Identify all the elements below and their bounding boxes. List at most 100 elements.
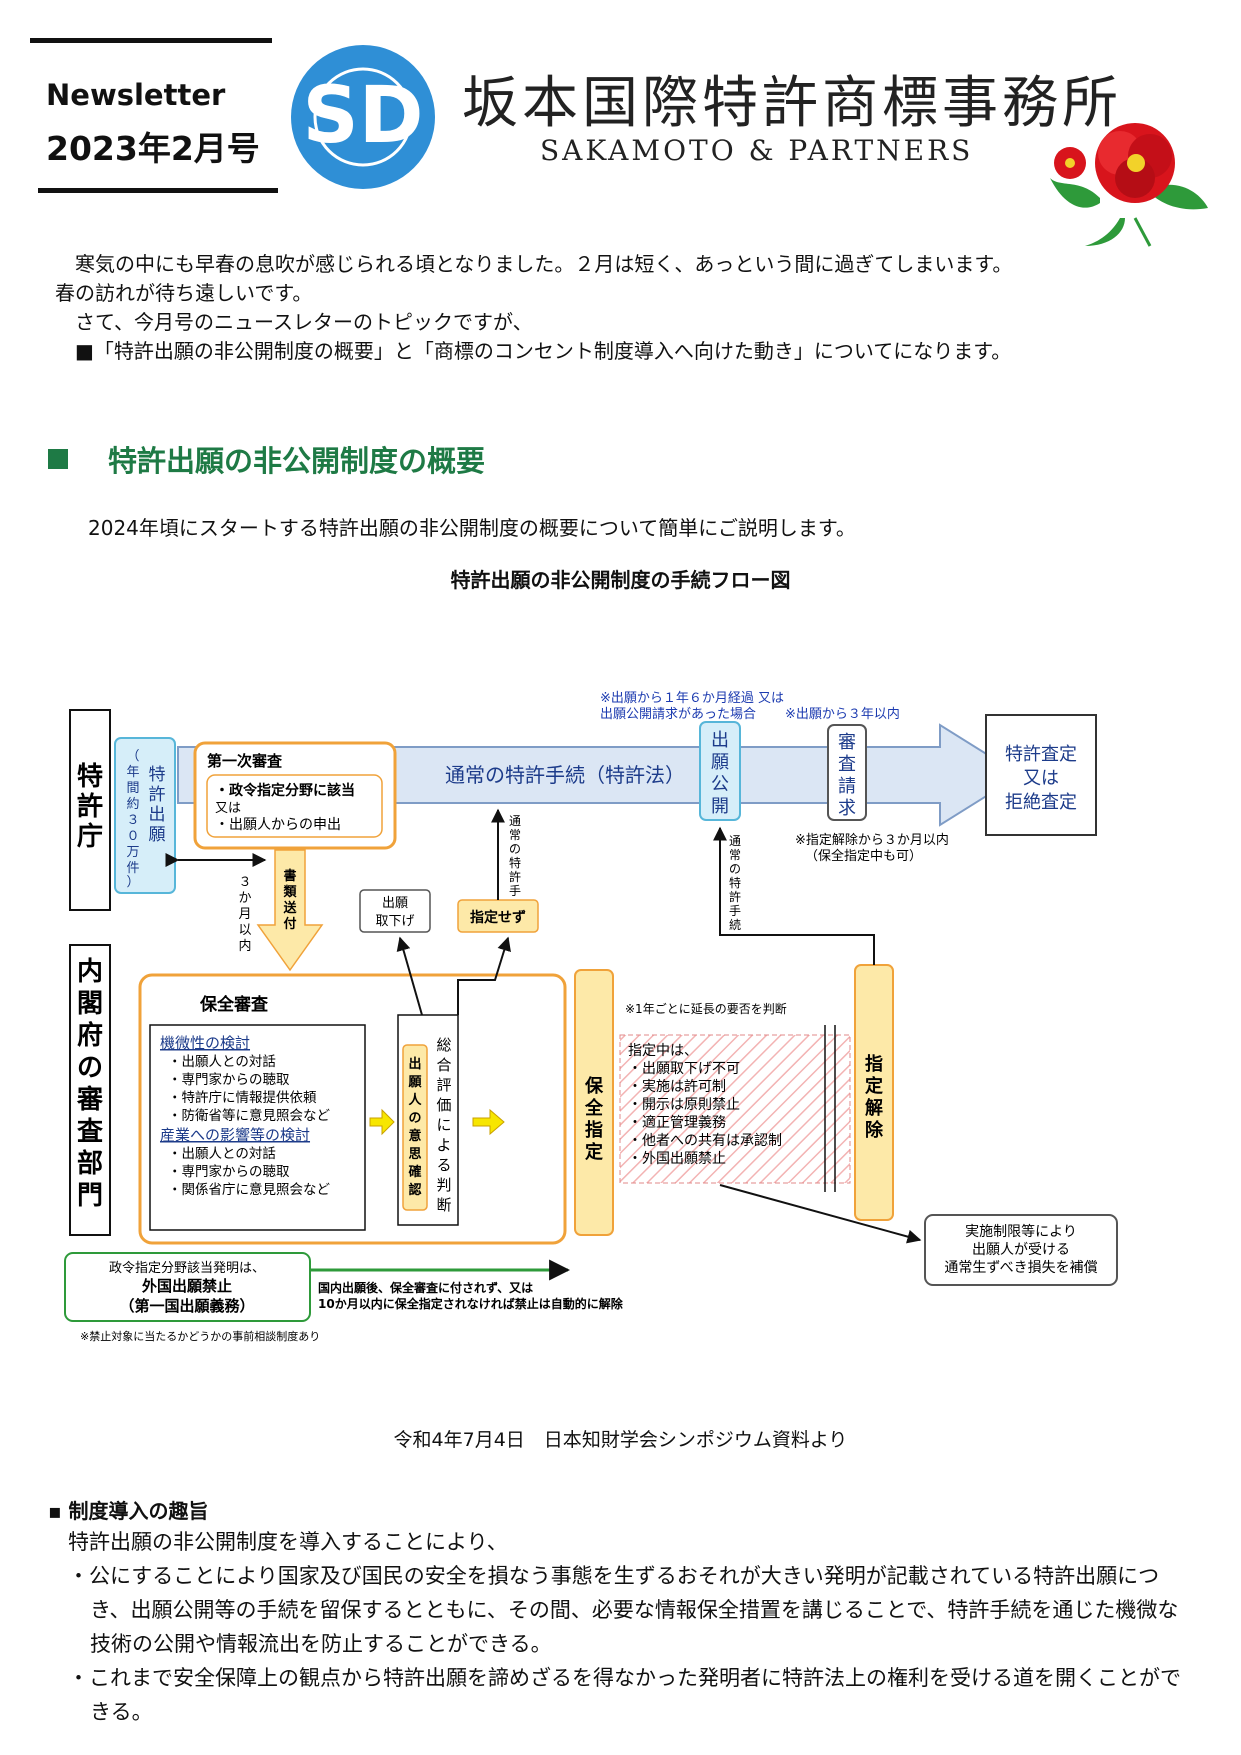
svg-text:特: 特 (509, 855, 521, 870)
svg-text:審: 審 (76, 1085, 104, 1115)
svg-text:内: 内 (238, 938, 251, 954)
svg-text:審: 審 (838, 732, 856, 753)
svg-text:・外国出願禁止: ・外国出願禁止 (628, 1151, 726, 1167)
firm-logo: SD (291, 45, 435, 189)
section-marker (48, 449, 68, 469)
foreign-line-2: 外国出願禁止 (141, 1277, 232, 1295)
compensation-line-1: 実施制限等により (965, 1223, 1077, 1240)
industry-title: 産業への影響等の検討 (160, 1126, 310, 1144)
svg-text:続: 続 (729, 918, 741, 932)
section-title: 特許出願の非公開制度の概要 (48, 438, 485, 480)
svg-text:総: 総 (436, 1036, 451, 1054)
svg-text:特: 特 (729, 875, 741, 890)
svg-text:査: 査 (838, 754, 856, 775)
svg-text:よ: よ (436, 1136, 451, 1154)
svg-text:解: 解 (865, 1097, 883, 1119)
svg-text:月: 月 (238, 907, 251, 922)
svg-text:件: 件 (126, 861, 139, 876)
foreign-line-1: 政令指定分野該当発明は、 (109, 1260, 265, 1276)
first-exam-criteria (206, 774, 383, 838)
withdraw-line-1: 出願 (382, 896, 408, 911)
purpose-text: 特許出願の非公開制度を導入することにより、 ・公にすることにより国家及び国民の安… (68, 1525, 1198, 1729)
svg-text:・関係省庁に意見照会など: ・関係省庁に意見照会など (168, 1181, 330, 1198)
intro-text: 寒気の中にも早春の息吹が感じられる頃となりました。２月は短く、あっという間に過ぎ… (55, 250, 1205, 366)
svg-text:間: 間 (126, 781, 139, 796)
svg-text:・実施は許可制: ・実施は許可制 (628, 1079, 726, 1095)
security-review-title: 保全審査 (199, 994, 269, 1015)
withdraw-line-2: 取下げ (375, 914, 414, 929)
intro-line: ■「特許出願の非公開制度の概要」と「商標のコンセント制度導入へ向けた動き」につい… (55, 339, 1012, 363)
svg-text:許: 許 (509, 870, 521, 884)
svg-text:断: 断 (436, 1196, 451, 1214)
svg-text:る: る (436, 1156, 451, 1174)
svg-text:確: 確 (408, 1164, 421, 1180)
svg-text:書: 書 (283, 868, 296, 884)
svg-text:閣: 閣 (77, 989, 103, 1019)
svg-text:定: 定 (585, 1141, 603, 1163)
filing-box (114, 737, 176, 894)
svg-text:人: 人 (408, 1092, 422, 1108)
auto-release-line-1: 国内出願後、保全審査に付されず、又は (318, 1280, 533, 1295)
svg-text:開: 開 (711, 796, 729, 817)
intent-box (402, 1044, 428, 1211)
filing-label: 特許出願 (149, 765, 166, 845)
consultation-note: ※禁止対象に当たるかどうかの事前相談制度あり (80, 1329, 320, 1343)
svg-text:・適正管理義務: ・適正管理義務 (628, 1114, 726, 1131)
svg-text:通: 通 (729, 834, 741, 848)
svg-text:手: 手 (509, 884, 521, 898)
purpose-bullet: ・公にすることにより国家及び国民の安全を損なう事態を生ずるおそれが大きい発明が記… (68, 1564, 1179, 1656)
svg-text:全: 全 (584, 1097, 604, 1119)
svg-text:意: 意 (408, 1128, 421, 1144)
svg-text:部: 部 (77, 1149, 103, 1179)
to-normal-label-2: 通常の特 許手続 (729, 834, 741, 932)
decision-line-1: 特許査定 (1005, 744, 1077, 765)
release-label: 指定解除 (865, 1053, 884, 1141)
foreign-line-3: （第一国出願義務） (119, 1297, 254, 1315)
document-send-arrow (256, 849, 324, 972)
security-designation-label: 保全指定 (584, 1075, 604, 1163)
svg-text:以: 以 (238, 923, 251, 938)
during-designation-items: 指定中は、 ・出願取下げ不可 ・実施は許可制 ・開示は原則禁止 ・適正管理義務 … (628, 1043, 782, 1167)
svg-text:の: の (729, 862, 741, 876)
during-designation-area (619, 1034, 851, 1184)
badge-bottom-rule (38, 188, 278, 193)
logo-letters: SD (303, 71, 424, 161)
first-exam-title: 第一次審査 (207, 752, 283, 770)
purpose-heading: ▪ 制度導入の趣旨 (48, 1499, 209, 1523)
cabinet-box (69, 944, 111, 1236)
jpo-label-3: 庁 (77, 821, 103, 852)
svg-text:か: か (238, 891, 251, 906)
svg-text:・専門家からの聴取: ・専門家からの聴取 (168, 1071, 290, 1088)
svg-text:年: 年 (126, 765, 139, 780)
svg-text:許: 許 (729, 890, 741, 904)
svg-text:指: 指 (865, 1053, 883, 1075)
first-exam-line2: 又は (215, 801, 241, 816)
svg-text:の: の (509, 842, 521, 856)
purpose-paragraph: 特許出願の非公開制度を導入することにより、 (68, 1530, 508, 1554)
svg-text:門: 門 (77, 1181, 103, 1211)
svg-text:約: 約 (126, 797, 139, 812)
newsletter-badge: Newsletter 2023年2月号 (30, 38, 278, 194)
badge-top-rule (30, 38, 272, 43)
svg-text:・出願人との対話: ・出願人との対話 (168, 1145, 276, 1162)
foreign-filing-box (64, 1252, 311, 1322)
sensitivity-items: ・出願人との対話 ・専門家からの聴取 ・特許庁に情報提供依頼 ・防衛省等に意見照… (168, 1053, 330, 1124)
svg-text:・特許庁に情報提供依頼: ・特許庁に情報提供依頼 (168, 1090, 317, 1106)
svg-text:・他者への共有は承認制: ・他者への共有は承認制 (628, 1133, 782, 1149)
svg-text:・出願人との対話: ・出願人との対話 (168, 1053, 276, 1070)
first-exam-line3: ・出願人からの申出 (215, 817, 341, 833)
intro-line: 春の訪れが待ち遠しいです。 (55, 281, 313, 305)
jpo-label-1: 特 (77, 761, 103, 792)
not-designated-arrow (457, 936, 511, 1015)
svg-text:類: 類 (282, 885, 297, 900)
svg-text:送: 送 (282, 900, 297, 916)
to-normal-label: 通常の特 許手 (509, 814, 521, 898)
svg-text:判: 判 (436, 1176, 451, 1194)
step-arrow-1 (369, 1108, 395, 1136)
svg-text:査: 査 (77, 1117, 103, 1147)
